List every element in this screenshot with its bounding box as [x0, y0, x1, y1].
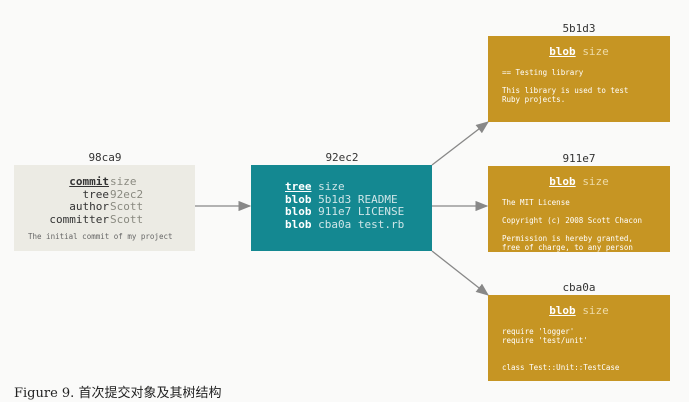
commit-object: commit tree author committer size 92ec2 … — [14, 165, 195, 251]
tree-id: 92ec2 — [325, 151, 359, 164]
blob-id: cba0a — [562, 281, 596, 294]
blob-line: free of charge, to any person — [502, 242, 633, 252]
commit-type: commit — [69, 175, 109, 188]
blob-line: Ruby projects. — [502, 94, 566, 104]
figure-caption: Figure 9. 首次提交对象及其树结构 — [14, 386, 222, 401]
commit-id: 98ca9 — [88, 151, 122, 164]
commit-message: The initial commit of my project — [28, 232, 173, 241]
blob-line: The MIT License — [502, 197, 570, 207]
blob-object-cba0a: blob size require 'logger' require 'test… — [488, 295, 670, 381]
commit-value: Scott — [110, 212, 144, 226]
tree-object: tree size blob 5b1d3 README blob 911e7 L… — [251, 165, 432, 251]
commit-key: author — [69, 200, 109, 213]
blob-line: require 'test/unit' — [502, 335, 588, 345]
blob-id: 911e7 — [562, 152, 596, 165]
blob-id: 5b1d3 — [562, 22, 596, 35]
commit-size: size — [110, 175, 137, 188]
tree-entry: blob 911e7 LICENSE — [285, 205, 405, 218]
commit-value: 92ec2 — [110, 187, 144, 201]
arrow-tree-to-5b1d3 — [431, 121, 490, 166]
tree-type: tree — [285, 180, 312, 193]
arrow-tree-to-cba0a — [431, 250, 490, 296]
blob-line: This library is used to test — [502, 85, 629, 95]
blob-line: == Testing library — [502, 67, 584, 77]
commit-key: committer — [49, 212, 109, 226]
blob-object-911e7: blob size The MIT License Copyright (c) … — [488, 166, 670, 252]
blob-line: Copyright (c) 2008 Scott Chacon — [502, 215, 642, 225]
tree-entry: blob cba0a test.rb — [285, 217, 405, 231]
blob-line: require 'logger' — [502, 326, 575, 336]
commit-key: tree — [82, 187, 110, 201]
commit-value: Scott — [110, 200, 144, 213]
blob-line: Permission is hereby granted, — [502, 233, 633, 243]
tree-size: size — [318, 180, 345, 193]
blob-line: class Test::Unit::TestCase — [502, 362, 620, 372]
blob-object-5b1d3: blob size == Testing library This librar… — [488, 36, 670, 122]
tree-entry: blob 5b1d3 README — [285, 192, 398, 206]
